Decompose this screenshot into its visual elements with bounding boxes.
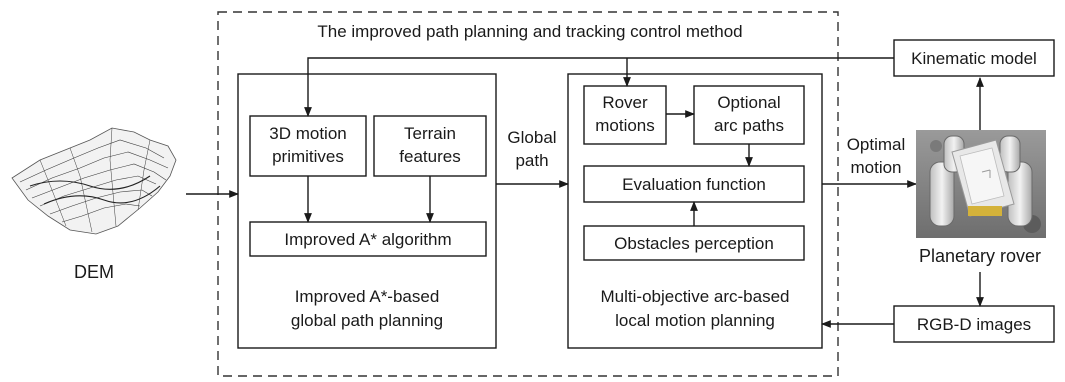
kinematic-model-label: Kinematic model xyxy=(911,49,1037,68)
local-planning-panel xyxy=(567,73,823,349)
box-kinematic-model xyxy=(893,39,1055,77)
terrain-features-line1: Terrain xyxy=(404,124,456,143)
global-path-line1: Global xyxy=(507,128,556,147)
rgbd-images-label: RGB-D images xyxy=(917,315,1031,334)
kinematic-feedback-line xyxy=(304,57,894,117)
rover-motions-line2: motions xyxy=(595,116,655,135)
planetary-rover-label: Planetary rover xyxy=(919,246,1041,266)
rover-motions-line1: Rover xyxy=(602,93,648,112)
astar-algorithm-label: Improved A* algorithm xyxy=(284,230,451,249)
dem-label: DEM xyxy=(74,262,114,282)
dem-terrain-mesh xyxy=(11,127,177,235)
box-obstacles-perception xyxy=(583,225,805,261)
box-astar-algorithm xyxy=(249,221,487,257)
container-title: The improved path planning and tracking … xyxy=(317,22,742,41)
obstacles-perception-label: Obstacles perception xyxy=(614,234,774,253)
global-planning-panel xyxy=(237,73,497,349)
local-caption-line2: local motion planning xyxy=(615,311,775,330)
optimal-motion-line1: Optimal xyxy=(847,135,906,154)
arc-paths-line2: arc paths xyxy=(714,116,784,135)
motion-primitives-line1: 3D motion xyxy=(269,124,346,143)
local-caption-line1: Multi-objective arc-based xyxy=(601,287,790,306)
optimal-motion-line2: motion xyxy=(850,158,901,177)
evaluation-function-label: Evaluation function xyxy=(622,175,766,194)
global-caption-line2: global path planning xyxy=(291,311,443,330)
arc-paths-line1: Optional xyxy=(717,93,780,112)
motion-primitives-line2: primitives xyxy=(272,147,344,166)
planetary-rover-image xyxy=(916,130,1046,238)
global-caption-line1: Improved A*-based xyxy=(295,287,440,306)
global-path-line2: path xyxy=(515,151,548,170)
terrain-features-line2: features xyxy=(399,147,460,166)
